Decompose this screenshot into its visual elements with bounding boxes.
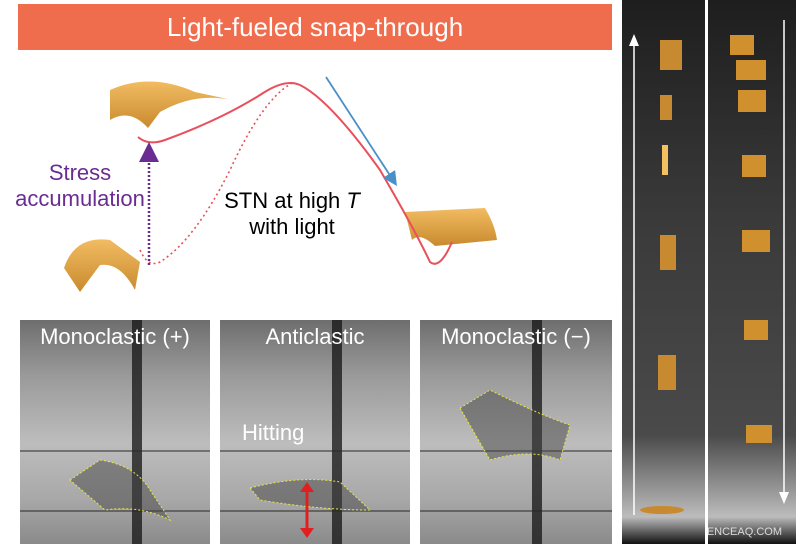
temperature-symbol: T: [346, 188, 360, 213]
falling-sequence-up: [622, 0, 705, 544]
falling-sequence-down: SCIENCEAQ.COM: [708, 0, 796, 544]
figure-title: Light-fueled snap-through: [18, 4, 612, 50]
stress-label-line2: accumulation: [15, 186, 145, 211]
energy-landscape-diagram: [64, 76, 497, 292]
snap-arrow: [325, 76, 397, 187]
top-shell-shape: [110, 81, 232, 128]
stn-label-line1: STN at high: [224, 188, 347, 213]
panel-monoclastic-minus: Monoclastic (−): [420, 320, 612, 544]
panel-anticlastic: Anticlastic Hitting: [220, 320, 410, 544]
stress-label: Stress accumulation: [10, 160, 150, 212]
watermark: SCIENCEAQ.COM: [708, 526, 782, 538]
hitting-label: Hitting: [242, 420, 305, 445]
stn-label: STN at high T with light: [212, 188, 372, 240]
energy-curve-solid: [137, 82, 453, 265]
right-shell-shape: [405, 208, 497, 246]
stress-label-line1: Stress: [48, 160, 112, 185]
panel-monoclastic-plus: Monoclastic (+): [20, 320, 210, 544]
panel-label: Monoclastic (−): [441, 324, 591, 349]
panel-label: Monoclastic (+): [40, 324, 190, 349]
panel-label: Anticlastic: [265, 324, 365, 349]
panel-divider: [705, 0, 708, 544]
stn-label-line2: with light: [249, 214, 335, 239]
bottom-shell-shape: [64, 239, 140, 292]
